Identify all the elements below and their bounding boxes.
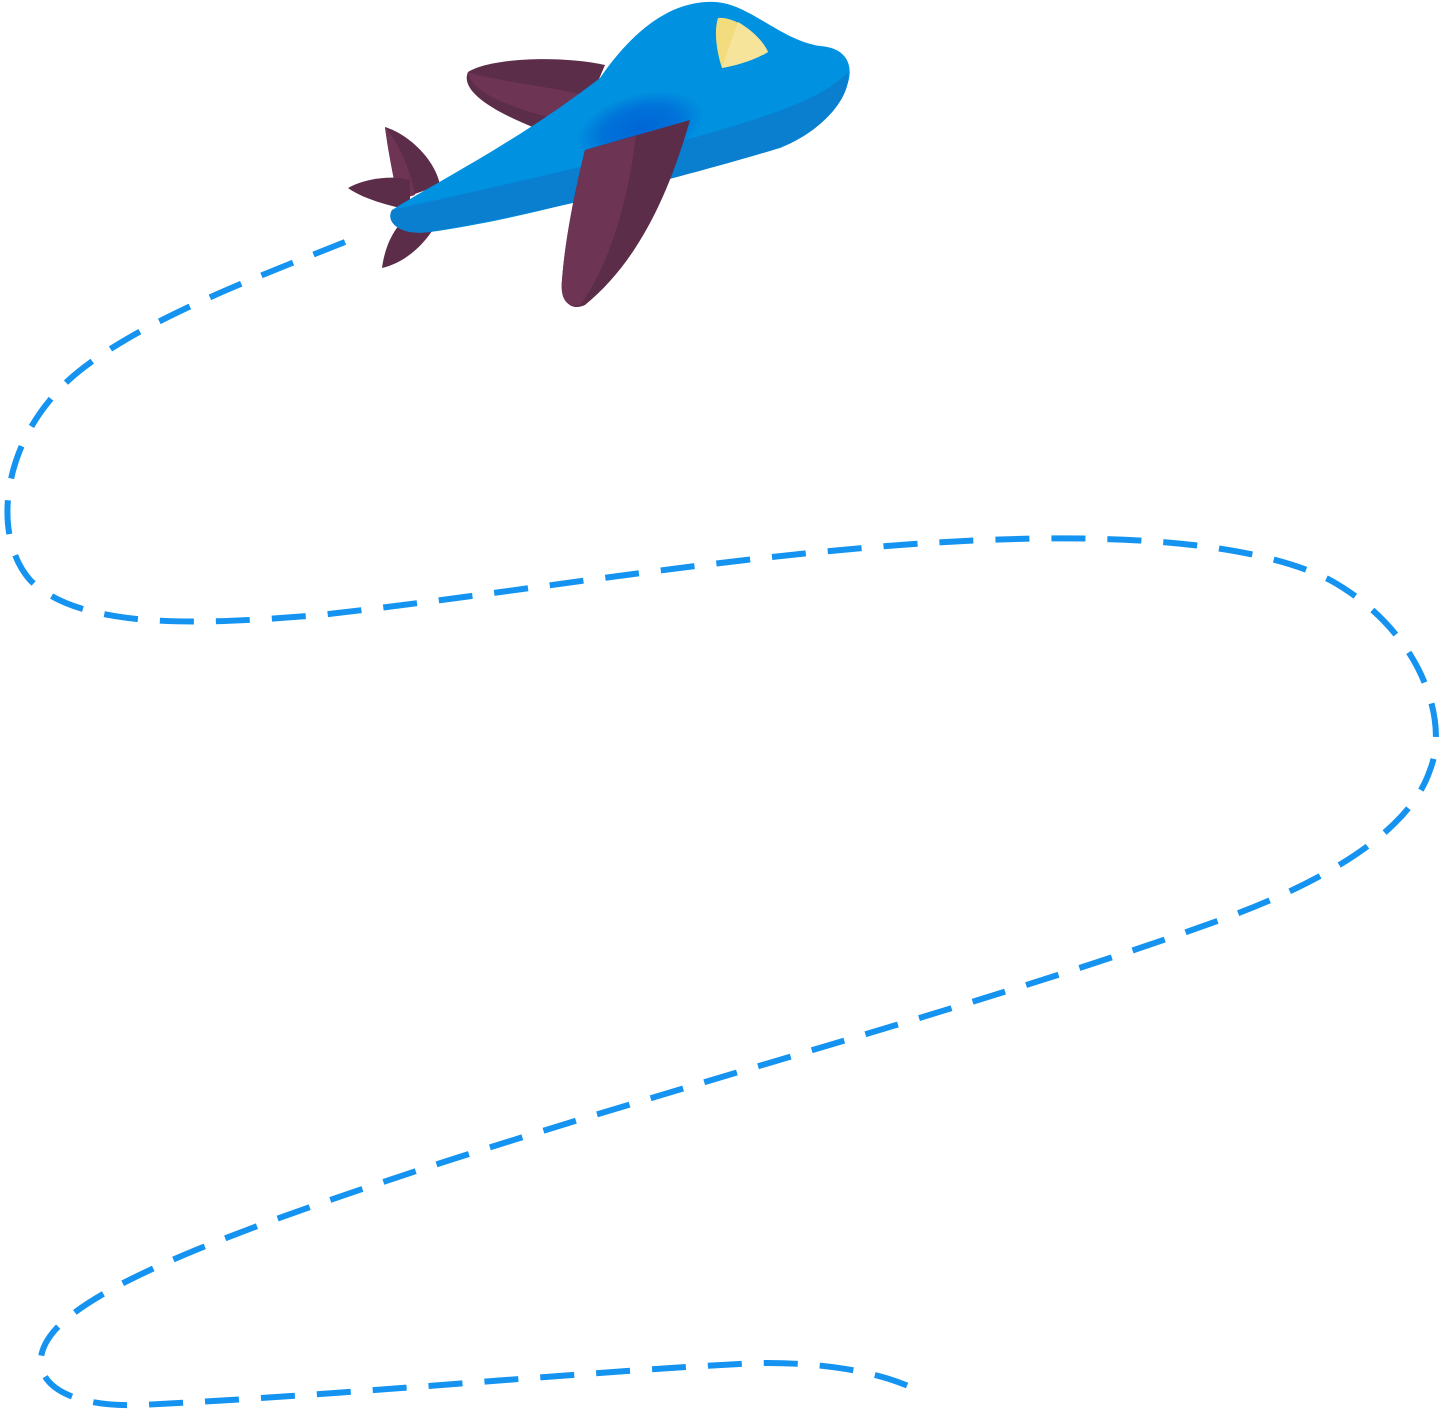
far-wing-highlight — [468, 72, 585, 120]
tail-fin-left — [348, 177, 410, 210]
cockpit-window-highlight — [722, 22, 768, 68]
near-wing-highlight — [561, 136, 636, 306]
dashed-flight-path — [4, 239, 1439, 1409]
airplane — [348, 1, 850, 308]
fuselage-underside — [390, 72, 849, 233]
